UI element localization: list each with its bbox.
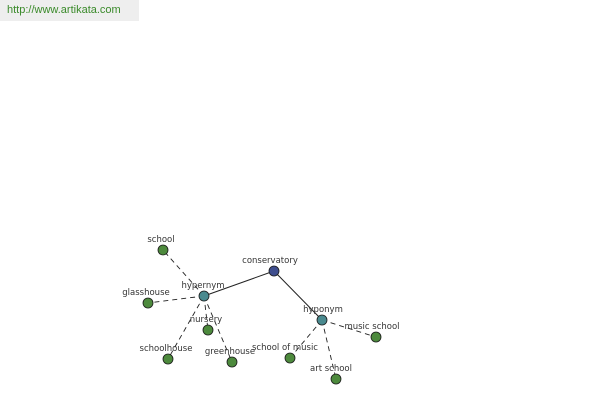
edge-hyponym-art-school <box>321 319 337 380</box>
node-dot-schoolhouse[interactable] <box>162 353 174 365</box>
node-label-greenhouse[interactable]: greenhouse <box>205 347 255 357</box>
node-conservatory[interactable]: conservatory <box>242 256 298 277</box>
node-dot-hyponym[interactable] <box>316 314 328 326</box>
node-label-nursery[interactable]: nursery <box>190 315 222 325</box>
node-dot-school-of-music[interactable] <box>284 352 296 364</box>
edge-hypernym-nursery <box>203 295 209 331</box>
node-label-school-of-music[interactable]: school of music <box>252 343 318 353</box>
node-label-hyponym[interactable]: hyponym <box>303 305 343 315</box>
edges-layer <box>147 249 377 380</box>
node-dot-music-school[interactable] <box>370 331 382 343</box>
node-label-glasshouse[interactable]: glasshouse <box>122 288 169 298</box>
node-label-music-school[interactable]: music school <box>344 322 399 332</box>
edge-conservatory-hypernym <box>203 270 275 297</box>
node-nursery[interactable]: nursery <box>190 315 222 336</box>
node-schoolhouse[interactable]: schoolhouse <box>140 344 193 365</box>
node-dot-glasshouse[interactable] <box>142 297 154 309</box>
node-label-school[interactable]: school <box>147 235 174 245</box>
edge-hyponym-music-school <box>321 319 377 338</box>
edge-hypernym-glasshouse <box>147 295 205 304</box>
nodes-layer: conservatory hypernym hyponym school glassho… <box>122 235 400 385</box>
node-music-school[interactable]: music school <box>344 322 400 343</box>
node-school[interactable]: school <box>147 235 175 256</box>
node-label-conservatory[interactable]: conservatory <box>242 256 298 266</box>
edge-hypernym-school <box>162 249 205 297</box>
node-art-school[interactable]: art school <box>310 364 352 385</box>
node-dot-hypernym[interactable] <box>198 290 210 302</box>
node-dot-greenhouse[interactable] <box>226 356 238 368</box>
node-dot-conservatory[interactable] <box>268 265 280 277</box>
node-label-art-school[interactable]: art school <box>310 364 352 374</box>
source-url-link[interactable]: http://www.artikata.com <box>0 0 139 21</box>
node-dot-school[interactable] <box>157 244 169 256</box>
edge-hypernym-greenhouse <box>203 295 233 363</box>
edge-conservatory-hyponym <box>273 270 323 321</box>
node-dot-art-school[interactable] <box>330 373 342 385</box>
node-label-schoolhouse[interactable]: schoolhouse <box>140 344 193 354</box>
node-school-of-music[interactable]: school of music <box>252 343 318 364</box>
edge-hypernym-schoolhouse <box>167 295 205 360</box>
node-hyponym[interactable]: hyponym <box>303 305 343 326</box>
node-glasshouse[interactable]: glasshouse <box>122 288 170 309</box>
node-greenhouse[interactable]: greenhouse <box>205 347 255 368</box>
node-label-hypernym[interactable]: hypernym <box>181 281 224 291</box>
node-hypernym[interactable]: hypernym <box>181 281 225 302</box>
node-dot-nursery[interactable] <box>202 324 214 336</box>
